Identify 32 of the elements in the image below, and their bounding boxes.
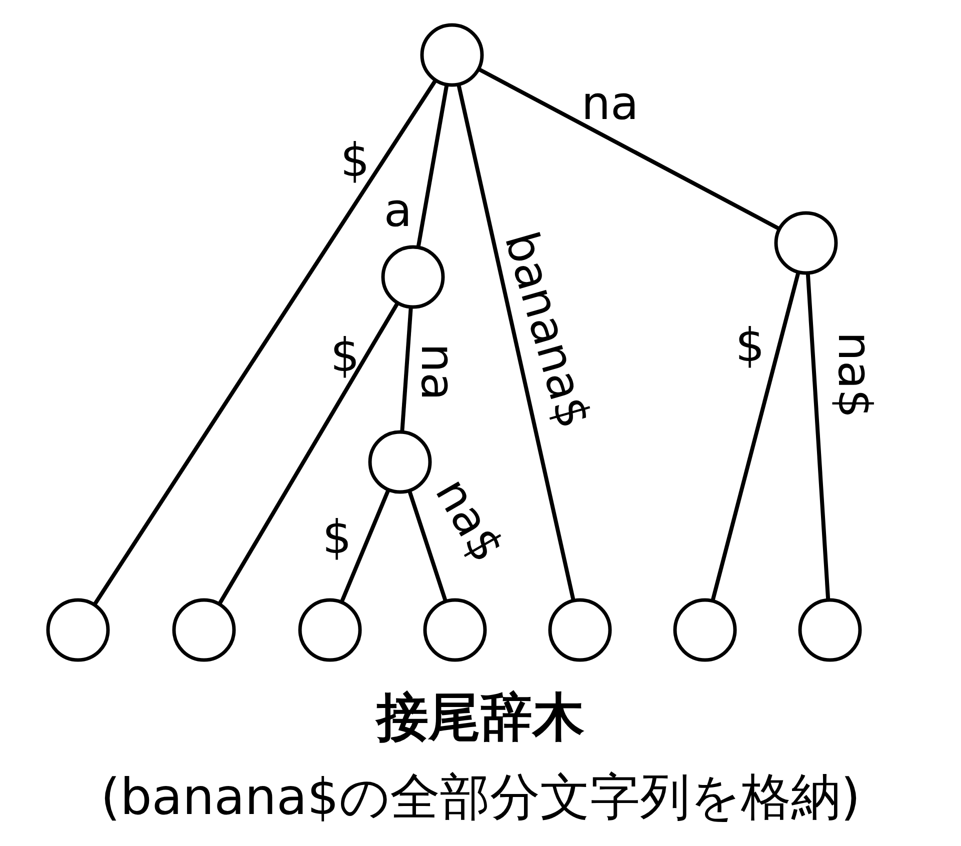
edge-line xyxy=(478,68,780,230)
title: 接尾辞木 xyxy=(376,690,584,748)
edge-line xyxy=(400,308,413,432)
node-circle xyxy=(368,430,432,494)
edge-label: $ xyxy=(322,514,352,560)
edge-label: na$ xyxy=(428,471,512,569)
edge-line xyxy=(408,490,448,602)
edge-line xyxy=(416,85,449,247)
node-circle xyxy=(774,211,838,275)
edge-label: $ xyxy=(330,332,360,378)
edge-line xyxy=(340,490,390,602)
node-circle xyxy=(381,245,445,309)
caption: (banana$の全部分文字列を格納) xyxy=(100,770,860,825)
node-circle xyxy=(46,598,110,662)
edge-label: na xyxy=(581,80,639,126)
node-circle xyxy=(673,598,737,662)
node-circle xyxy=(423,598,487,662)
node-circle xyxy=(172,598,236,662)
edge-line xyxy=(710,272,800,600)
node-circle xyxy=(798,598,862,662)
edge-label: $ xyxy=(340,137,370,183)
edge-label: na xyxy=(415,343,461,401)
node-circle xyxy=(298,598,362,662)
edge-label: a xyxy=(384,187,412,233)
edge-line xyxy=(806,274,830,600)
edge-label: $ xyxy=(735,322,765,368)
edge-line xyxy=(93,80,437,606)
node-circle xyxy=(420,23,484,87)
edge-line xyxy=(456,84,576,600)
node-circle xyxy=(548,598,612,662)
edge-label: na$ xyxy=(832,332,878,418)
edge-line xyxy=(218,302,399,604)
